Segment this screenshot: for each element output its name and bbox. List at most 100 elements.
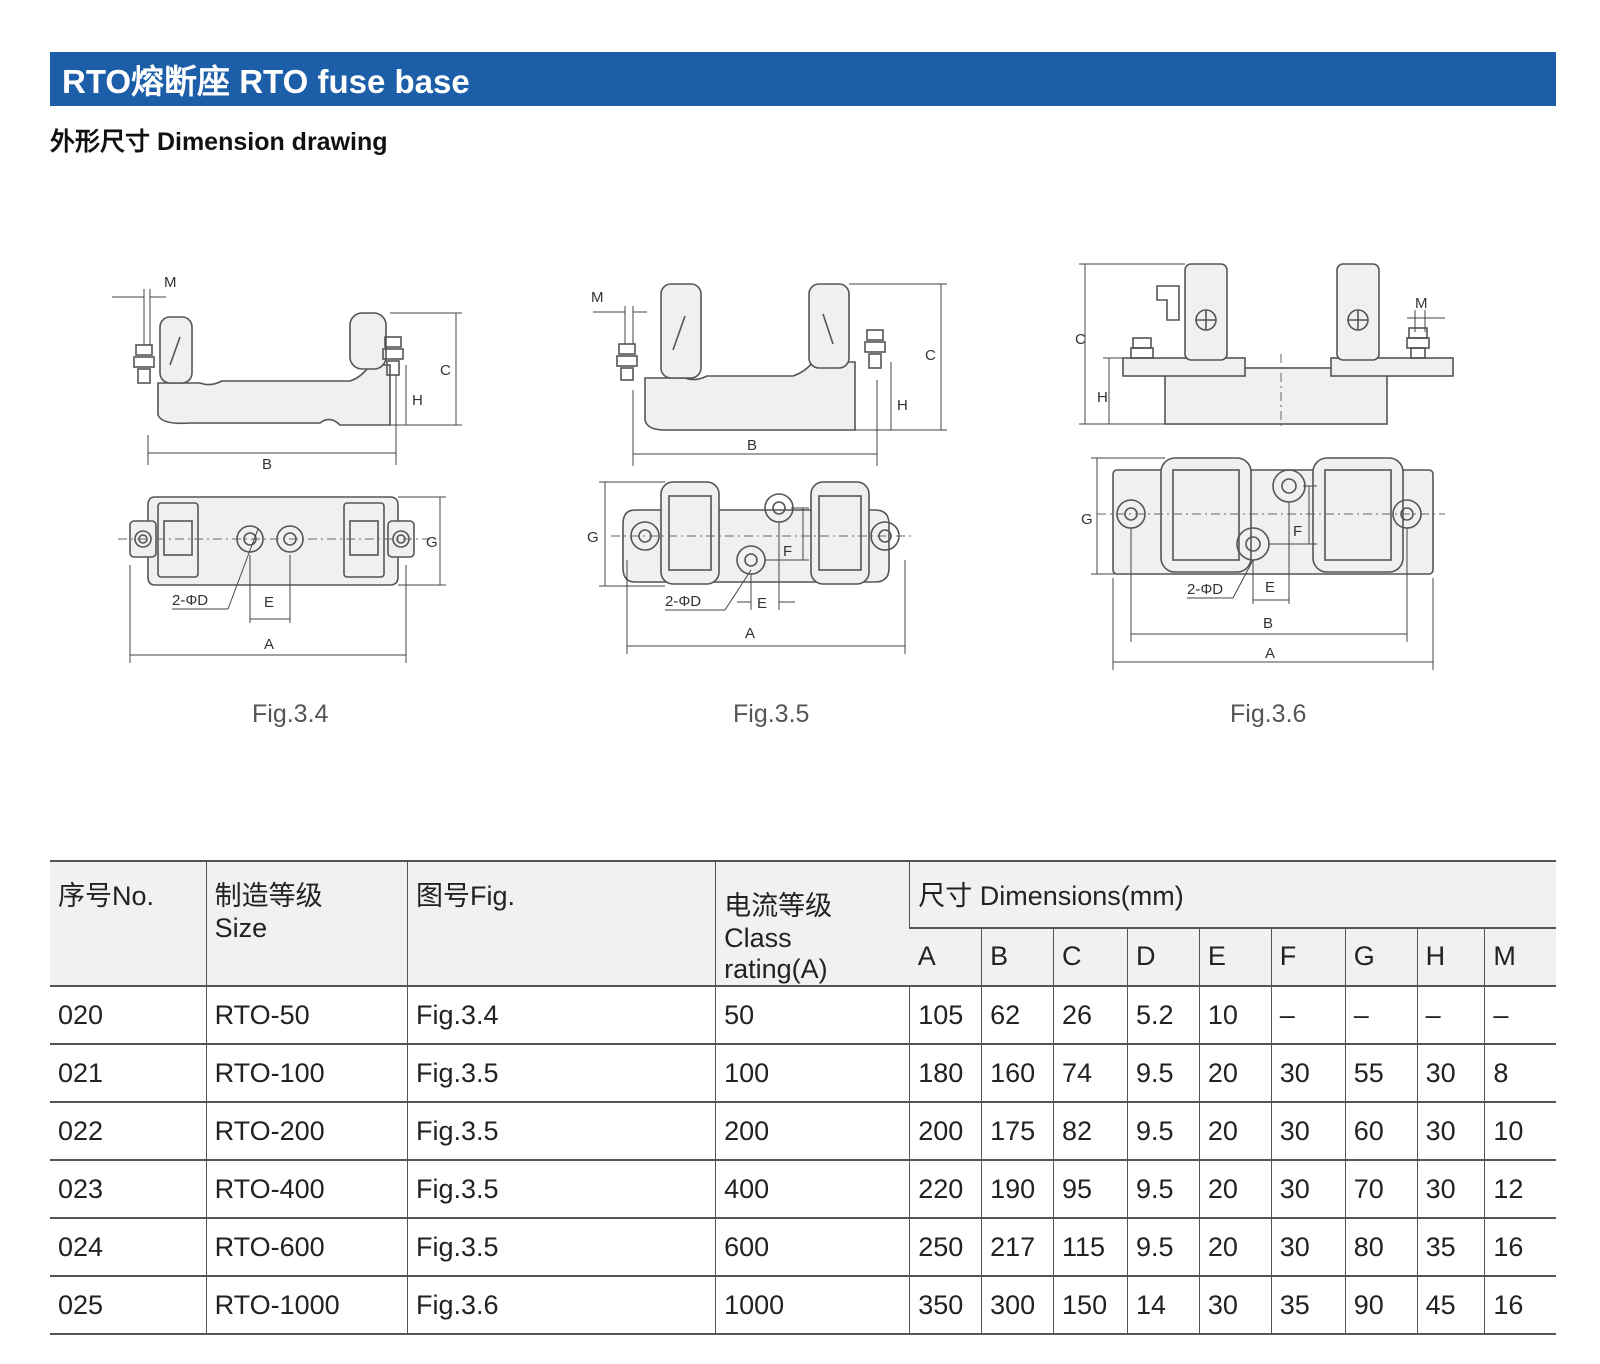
cell-dim-h: 45	[1416, 1276, 1485, 1335]
cell-no: 022	[50, 1102, 207, 1161]
fig34-label-c: C	[440, 362, 451, 379]
fig36-label-a: A	[1265, 645, 1275, 662]
cell-dim-g: 70	[1344, 1160, 1418, 1219]
cell-fig: Fig.3.5	[406, 1044, 716, 1103]
cell-dim-e: 20	[1198, 1218, 1272, 1277]
fig34-label-m: M	[164, 274, 177, 291]
figure-3-4-caption: Fig.3.4	[252, 700, 329, 728]
cell-dim-e: 20	[1198, 1160, 1272, 1219]
cell-size: RTO-50	[205, 986, 408, 1045]
cell-dim-d: 9.5	[1126, 1102, 1200, 1161]
header-dim-d: D	[1126, 927, 1200, 988]
header-dim-h: H	[1416, 927, 1485, 988]
fig36-label-f: F	[1293, 523, 1302, 540]
cell-dim-a: 350	[909, 1276, 982, 1335]
fig35-label-a: A	[745, 625, 755, 642]
figure-3-5-drawing: M B H C G F 2-ΦD E A	[585, 270, 965, 660]
header-dim-f: F	[1270, 927, 1346, 988]
cell-class-rating: 200	[715, 1102, 910, 1161]
figure-3-6-drawing: M C H G F 2-ΦD E B A	[1075, 258, 1455, 678]
cell-dim-c: 115	[1053, 1218, 1128, 1277]
cell-fig: Fig.3.4	[406, 986, 716, 1045]
fig36-label-g: G	[1081, 511, 1093, 528]
cell-dim-a: 200	[909, 1102, 982, 1161]
cell-dim-e: 20	[1198, 1044, 1272, 1103]
fig35-label-d: 2-ΦD	[665, 593, 701, 610]
table-dimension-subheader-row: A B C D E F G H M	[50, 927, 1556, 988]
cell-dim-m: 10	[1484, 1102, 1556, 1161]
fig34-label-g: G	[426, 534, 438, 551]
cell-dim-d: 5.2	[1126, 986, 1200, 1045]
cell-dim-g: 80	[1344, 1218, 1418, 1277]
fig35-label-m: M	[591, 289, 604, 306]
cell-no: 024	[50, 1218, 207, 1277]
fig34-label-d: 2-ΦD	[172, 592, 208, 609]
cell-dim-b: 62	[981, 986, 1054, 1045]
cell-dim-g: –	[1344, 986, 1418, 1045]
cell-dim-b: 217	[981, 1218, 1054, 1277]
cell-dim-a: 105	[909, 986, 982, 1045]
header-dim-g: G	[1344, 927, 1418, 988]
cell-dim-a: 180	[909, 1044, 982, 1103]
cell-fig: Fig.3.5	[406, 1160, 716, 1219]
cell-dim-c: 74	[1053, 1044, 1128, 1103]
cell-size: RTO-1000	[205, 1276, 408, 1335]
cell-no: 021	[50, 1044, 207, 1103]
cell-no: 020	[50, 986, 207, 1045]
cell-dim-a: 250	[909, 1218, 982, 1277]
cell-dim-g: 90	[1344, 1276, 1418, 1335]
cell-class-rating: 600	[715, 1218, 910, 1277]
fig34-label-a: A	[264, 636, 274, 653]
fig35-label-b: B	[747, 437, 757, 454]
header-dim-m: M	[1484, 927, 1556, 988]
fig36-label-h: H	[1097, 389, 1108, 406]
cell-no: 025	[50, 1276, 207, 1335]
header-dim-b: B	[981, 927, 1054, 988]
cell-dim-c: 150	[1053, 1276, 1128, 1335]
cell-dim-h: 35	[1416, 1218, 1485, 1277]
cell-dim-d: 14	[1126, 1276, 1200, 1335]
fig35-label-h: H	[897, 397, 908, 414]
cell-class-rating: 50	[715, 986, 910, 1045]
cell-dim-e: 30	[1198, 1276, 1272, 1335]
figure-3-6-caption: Fig.3.6	[1230, 700, 1307, 728]
fig36-label-d: 2-ΦD	[1187, 581, 1223, 598]
cell-dim-b: 190	[981, 1160, 1054, 1219]
fig36-label-e: E	[1265, 579, 1275, 596]
cell-dim-c: 95	[1053, 1160, 1128, 1219]
header-no: 序号No.	[50, 860, 207, 987]
cell-dim-m: 16	[1484, 1218, 1556, 1277]
cell-class-rating: 100	[715, 1044, 910, 1103]
cell-dim-e: 20	[1198, 1102, 1272, 1161]
header-dimensions: 尺寸 Dimensions(mm)	[909, 860, 1556, 929]
cell-dim-m: 8	[1484, 1044, 1556, 1103]
fig35-label-c: C	[925, 347, 936, 364]
cell-fig: Fig.3.6	[406, 1276, 716, 1335]
figure-3-4-drawing: M B H C G 2-ΦD E A	[100, 265, 500, 675]
cell-class-rating: 1000	[715, 1276, 910, 1335]
cell-dim-f: 35	[1270, 1276, 1346, 1335]
cell-dim-b: 175	[981, 1102, 1054, 1161]
cell-dim-a: 220	[909, 1160, 982, 1219]
header-dim-e: E	[1198, 927, 1272, 988]
cell-dim-f: 30	[1270, 1160, 1346, 1219]
cell-dim-c: 26	[1053, 986, 1128, 1045]
cell-dim-h: 30	[1416, 1102, 1485, 1161]
cell-dim-m: –	[1484, 986, 1556, 1045]
cell-dim-f: –	[1270, 986, 1346, 1045]
cell-dim-m: 12	[1484, 1160, 1556, 1219]
cell-dim-g: 60	[1344, 1102, 1418, 1161]
header-fig: 图号Fig.	[406, 860, 716, 987]
cell-dim-d: 9.5	[1126, 1160, 1200, 1219]
fig35-label-f: F	[783, 543, 792, 560]
fig34-label-h: H	[412, 392, 423, 409]
fig34-label-e: E	[264, 594, 274, 611]
cell-dim-c: 82	[1053, 1102, 1128, 1161]
cell-size: RTO-600	[205, 1218, 408, 1277]
cell-size: RTO-100	[205, 1044, 408, 1103]
